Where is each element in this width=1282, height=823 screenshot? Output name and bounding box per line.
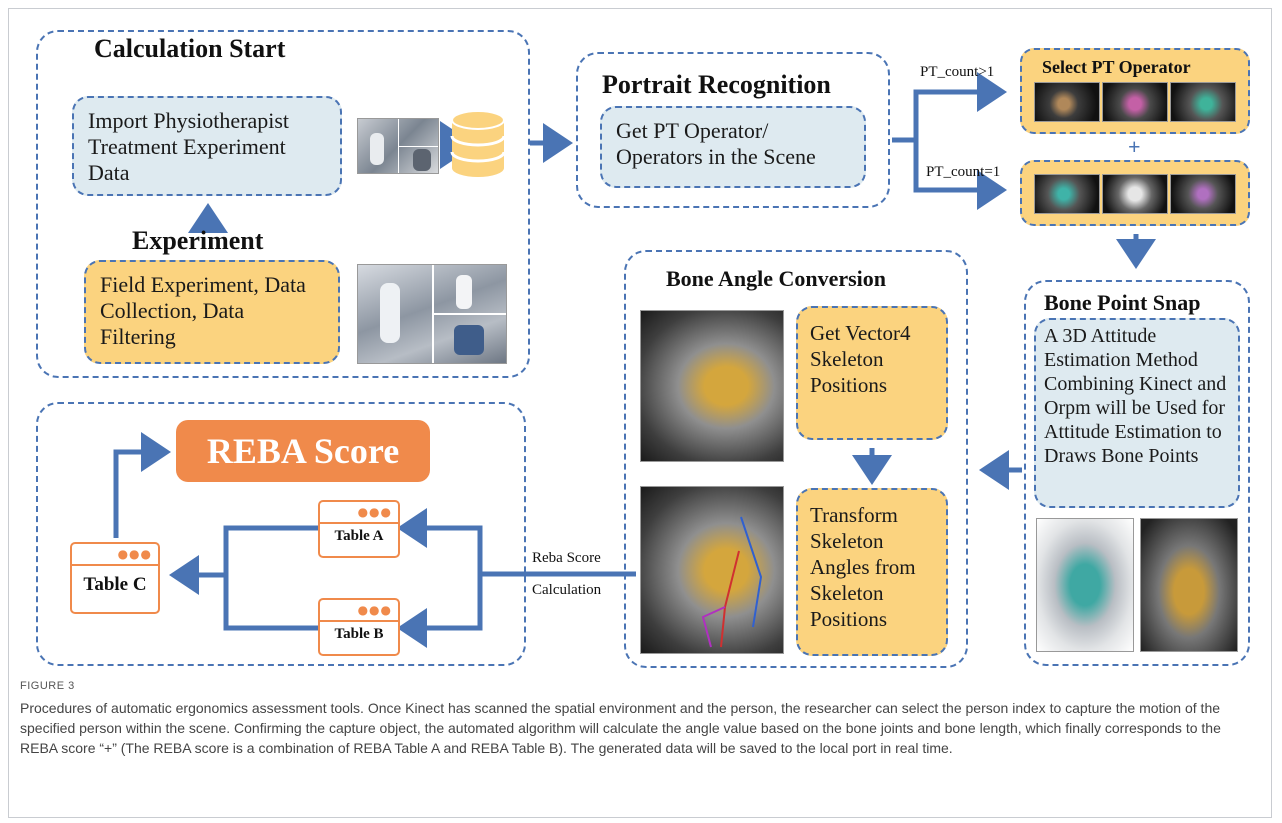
arrow-branch-multiple	[892, 72, 1007, 143]
scan-thumbnail-multi-2	[1102, 82, 1168, 122]
table-c-label: Table C	[83, 574, 147, 595]
skeleton-image-2	[640, 486, 784, 654]
bone-angle-conversion-title: Bone Angle Conversion	[666, 266, 887, 291]
skeleton-image-1	[640, 310, 784, 462]
reba-calc-label-line1: Reba Score	[532, 550, 601, 566]
bone-point-image-2	[1140, 518, 1238, 652]
attitude-estimation-box: A 3D Attitude Estimation Method Combinin…	[1034, 318, 1240, 508]
scan-thumbnail-single-3	[1170, 174, 1236, 214]
table-a-label: Table A	[334, 528, 384, 544]
portrait-recognition-title: Portrait Recognition	[602, 70, 831, 99]
calculation-start-panel	[36, 30, 530, 378]
import-data-box: Import Physiotherapist Treatment Experim…	[72, 96, 342, 196]
transform-angles-box: Transform Skeleton Angles from Skeleton …	[796, 488, 948, 656]
experiment-photo-collage-large	[357, 264, 507, 364]
window-dots-icon: ●●●	[357, 603, 392, 617]
table-b-label: Table B	[334, 626, 384, 642]
arrow-to-reba	[113, 432, 171, 538]
branch-label-multiple: PT_count>1	[920, 64, 995, 80]
table-a-titlebar: ●●●	[320, 502, 398, 524]
branch-label-single: PT_count=1	[926, 164, 1001, 180]
reba-panel	[36, 402, 526, 666]
experiment-title: Experiment	[132, 226, 264, 255]
bone-angle-conversion-panel	[624, 250, 968, 668]
reba-score-title: REBA Score	[176, 420, 430, 482]
bone-point-image-1	[1036, 518, 1134, 652]
window-dots-icon: ●●●	[117, 547, 152, 561]
table-b-titlebar: ●●●	[320, 600, 398, 622]
experiment-photo-collage-small	[357, 118, 439, 174]
table-c-window: ●●● Table C	[70, 542, 160, 614]
arrow-to-table-b	[397, 574, 483, 648]
scan-thumbnail-multi-3	[1170, 82, 1236, 122]
database-icon	[450, 110, 506, 177]
table-c-titlebar: ●●●	[72, 544, 158, 566]
calculation-start-title: Calculation Start	[94, 34, 286, 63]
window-dots-icon: ●●●	[357, 505, 392, 519]
table-b-window: ●●● Table B	[318, 598, 400, 656]
plus-sign: +	[1128, 134, 1141, 159]
get-operator-box: Get PT Operator/ Operators in the Scene	[600, 106, 866, 188]
figure-frame	[8, 8, 1272, 818]
vector4-box: Get Vector4 Skeleton Positions	[796, 306, 948, 440]
field-experiment-box: Field Experiment, Data Collection, Data …	[84, 260, 340, 364]
portrait-recognition-panel	[576, 52, 890, 208]
select-pt-operator-title: Select PT Operator	[1042, 57, 1191, 77]
figure-caption: Procedures of automatic ergonomics asses…	[20, 700, 1221, 756]
scan-thumbnail-single-2	[1102, 174, 1168, 214]
table-a-window: ●●● Table A	[318, 500, 400, 558]
bone-point-snap-panel	[1024, 280, 1250, 666]
bone-point-snap-title: Bone Point Snap	[1044, 290, 1201, 315]
arrow-to-table-a	[397, 508, 483, 574]
scan-thumbnail-single-1	[1034, 174, 1100, 214]
scan-thumbnail-multi-1	[1034, 82, 1100, 122]
figure-label: FIGURE 3	[20, 680, 75, 692]
bracket-tables-ab	[223, 525, 318, 631]
reba-calc-label-line2: Calculation	[532, 582, 602, 598]
skeleton-overlay	[701, 516, 763, 648]
arrow-branch-single	[913, 140, 1007, 210]
